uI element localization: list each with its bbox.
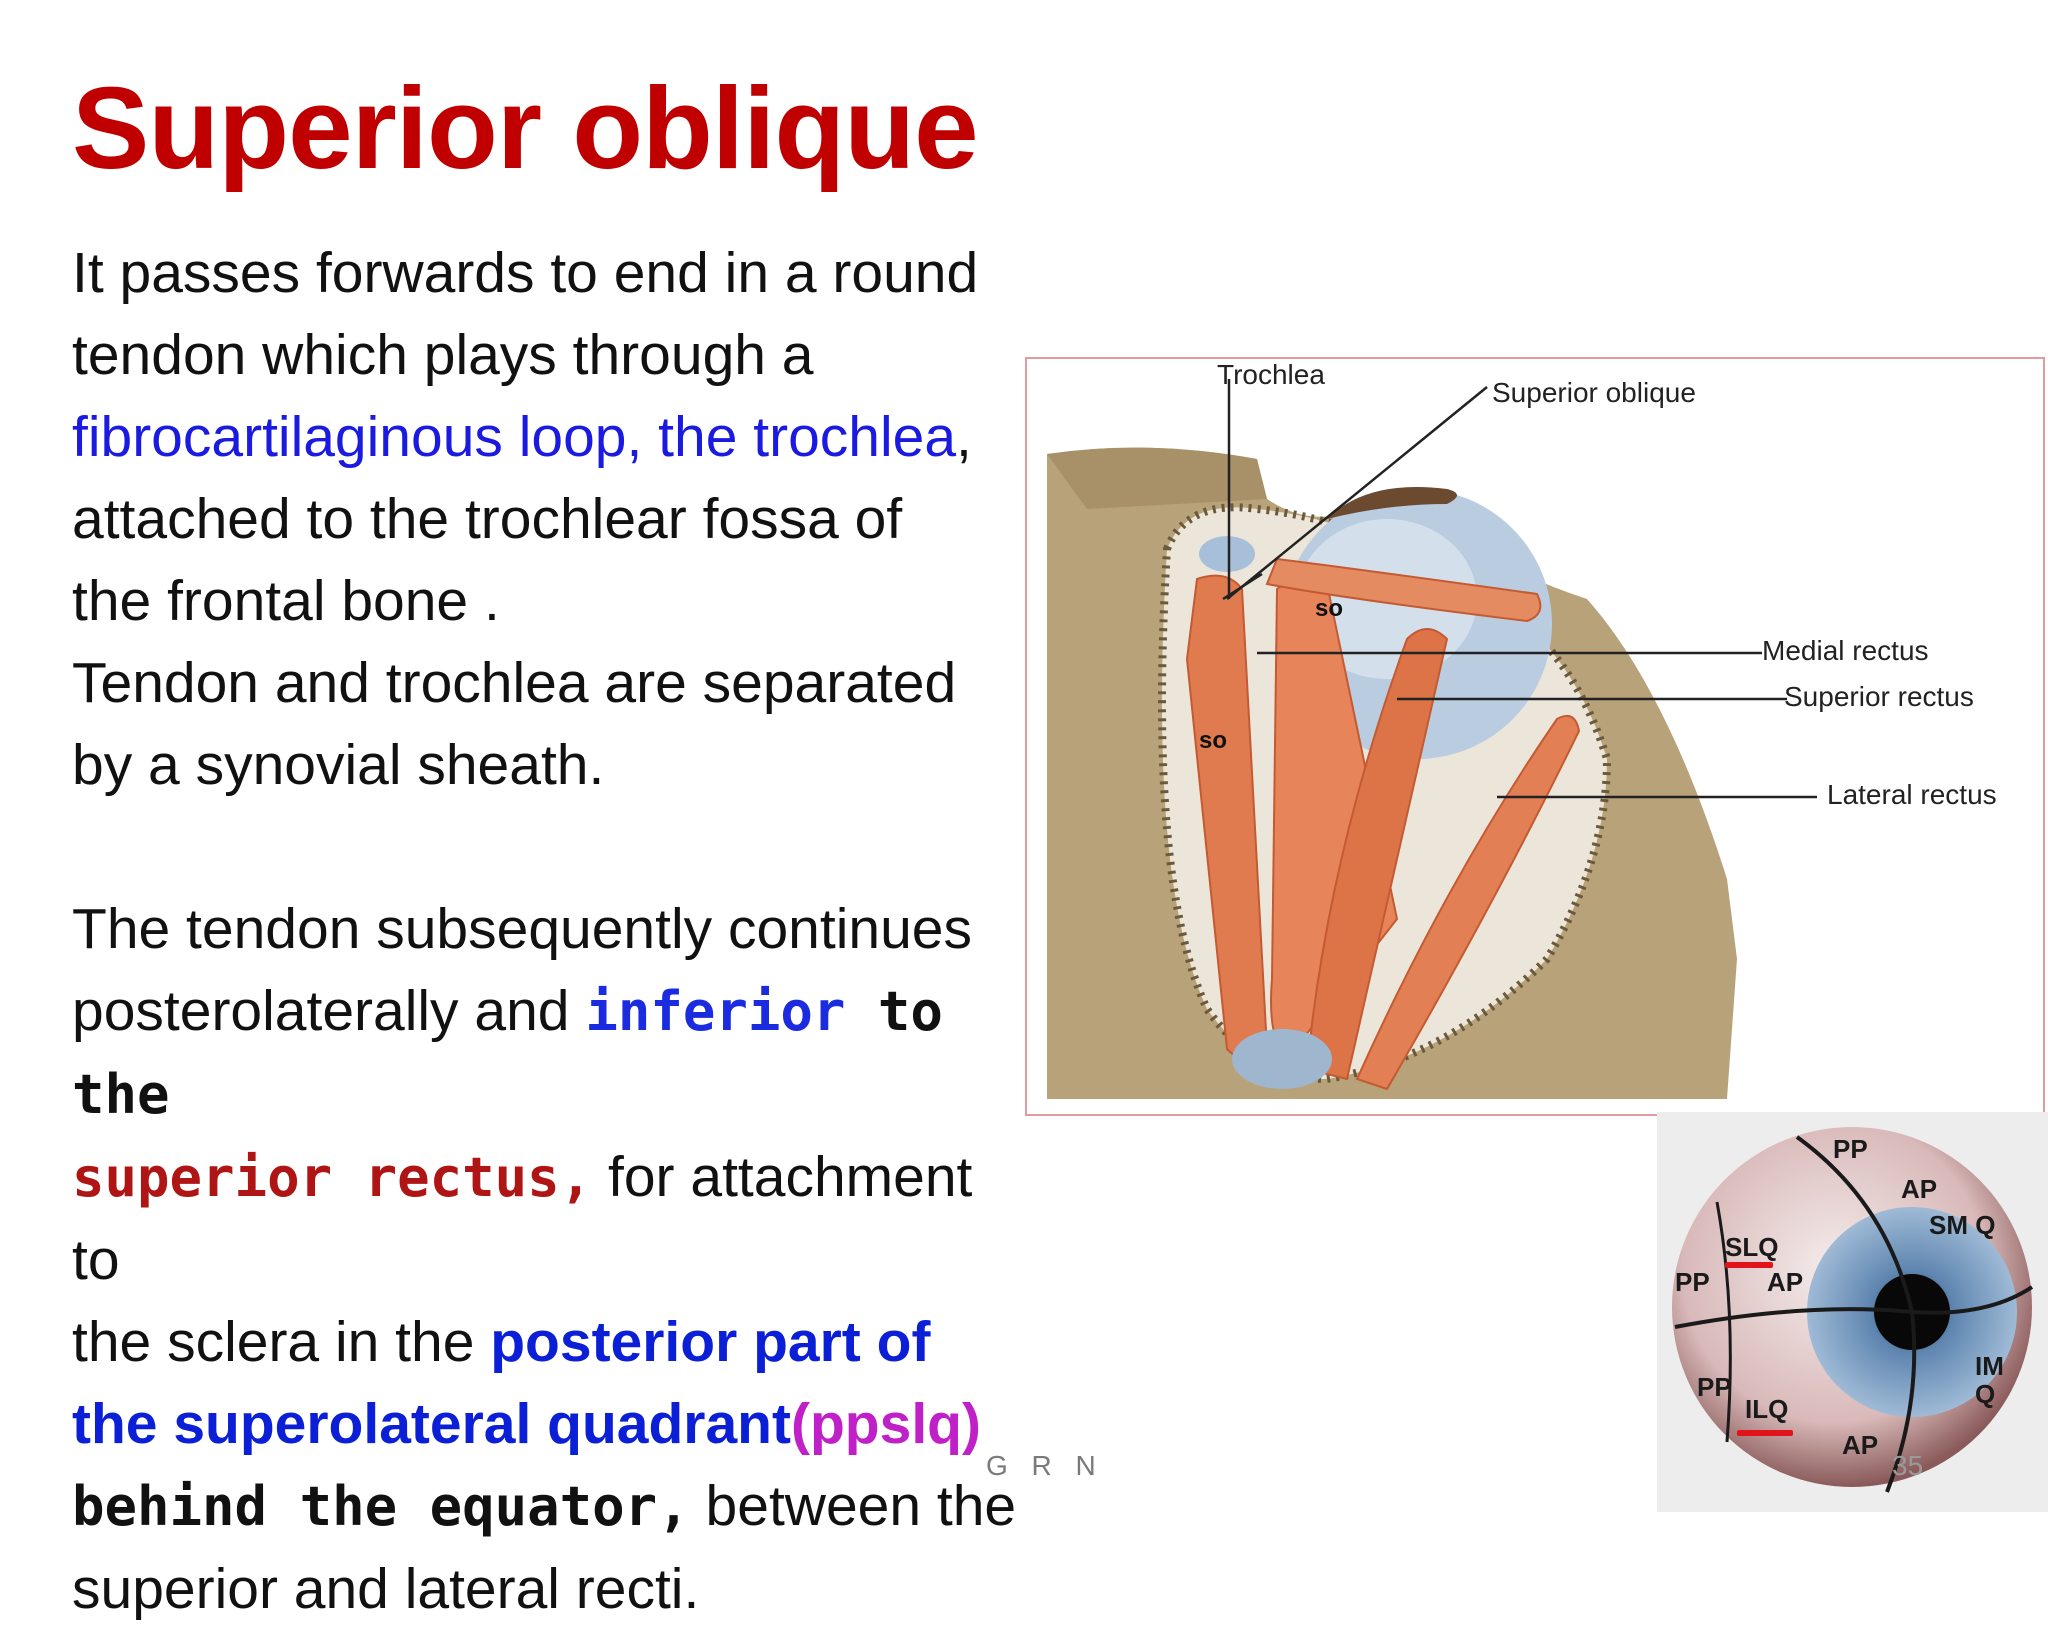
label-imq: IM Q [1975, 1351, 2004, 1409]
label-slq: SLQ [1725, 1232, 1779, 1262]
para2-line3-b: for attachment to [72, 1145, 973, 1292]
para2-line6-b: between the [689, 1474, 1017, 1538]
orbit-illustration [1047, 379, 1817, 1099]
para1-line6: Tendon and trochlea are separated [72, 651, 957, 715]
label-medial-rectus: Medial rectus [1762, 635, 1929, 666]
label-so-upper: so [1315, 595, 1344, 622]
trochlea-highlight: fibrocartilaginous loop, the trochlea [72, 405, 957, 469]
superior-rectus-highlight: superior rectus, [72, 1146, 593, 1209]
label-so-lower: so [1199, 727, 1228, 754]
para2-line5: the superolateral quadrant(ppslq) [72, 1383, 1032, 1465]
para2-line1: The tendon subsequently continues [72, 897, 972, 961]
para1-line2: tendon which plays through a [72, 323, 814, 387]
para2-line7: superior and lateral recti. [72, 1557, 700, 1621]
eyeball-illustration [1672, 1127, 2034, 1493]
para1-line5: the frontal bone . [72, 569, 500, 633]
inferior-highlight: inferior [585, 980, 846, 1043]
label-lateral-rectus: Lateral rectus [1827, 779, 1997, 810]
footer-author: G R N [986, 1450, 1104, 1481]
superolateral-quadrant-highlight: the superolateral quadrant [72, 1392, 791, 1456]
label-superior-rectus: Superior rectus [1784, 681, 1974, 712]
slide-body: It passes forwards to end in a round ten… [72, 232, 1032, 1630]
posterior-part-highlight: posterior part of [490, 1310, 931, 1374]
para2-line4-a: the sclera in the [72, 1310, 491, 1374]
orbit-anatomy-figure: Trochlea Superior oblique Medial rectus … [1025, 357, 2045, 1116]
label-ap-top: AP [1901, 1174, 1938, 1204]
para2-line4: the sclera in the posterior part of [72, 1301, 1032, 1383]
ilq-underline [1737, 1430, 1793, 1436]
slq-underline [1725, 1262, 1773, 1268]
behind-equator-highlight: behind the equator, [72, 1475, 690, 1538]
label-superior-oblique: Superior oblique [1492, 377, 1696, 408]
ppslq-highlight: (ppslq) [791, 1392, 981, 1456]
label-ilq: ILQ [1745, 1394, 1789, 1424]
para2-line2-a: posterolaterally and [72, 979, 586, 1043]
label-trochlea: Trochlea [1217, 359, 1325, 390]
para1-line7: by a synovial sheath. [72, 733, 605, 797]
para2-line2-c: to the [72, 980, 943, 1126]
para2-line6: behind the equator, between the [72, 1465, 1032, 1548]
page-number: 35 [1892, 1450, 1924, 1481]
label-ap-mid: AP [1767, 1267, 1804, 1297]
para1-line3: fibrocartilaginous loop, the trochlea, [72, 396, 1032, 478]
eye-quadrant-figure: PP AP SM Q SLQ PP AP PP ILQ AP IM Q [1657, 1112, 2048, 1512]
label-pp-left: PP [1675, 1267, 1710, 1297]
label-pp-low: PP [1697, 1372, 1732, 1402]
para2-line2: posterolaterally and inferior to the [72, 970, 1032, 1136]
label-pp-top: PP [1833, 1134, 1868, 1164]
paragraph-gap [72, 806, 1032, 888]
para1-line1: It passes forwards to end in a round [72, 241, 979, 305]
para1-line3-tail: , [956, 405, 972, 469]
para1-line4: attached to the trochlear fossa of [72, 487, 903, 551]
label-ap-bottom: AP [1842, 1430, 1879, 1460]
para2-line3: superior rectus, for attachment to [72, 1136, 1032, 1301]
label-smq: SM Q [1929, 1210, 1996, 1240]
slide-title: Superior oblique [72, 63, 979, 193]
